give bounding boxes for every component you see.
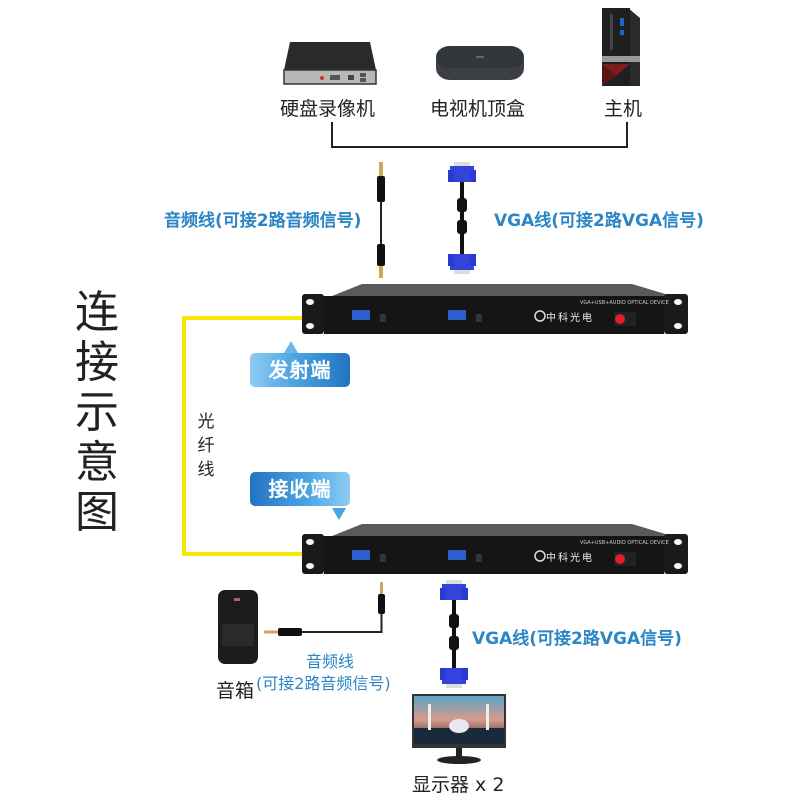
nvr-recorder-icon xyxy=(282,40,378,86)
transmitter-device xyxy=(302,282,688,334)
title-char: 示 xyxy=(75,387,119,438)
title-char: 意 xyxy=(75,437,119,488)
receiver-brand: 中科光电 xyxy=(546,553,594,564)
fiber-label: 光 纤 线 xyxy=(196,410,216,482)
transmitter-panel-text: VGA+USB+AUDIO OPTICAL DEVICE xyxy=(580,300,669,306)
output-vga-cable-icon xyxy=(436,580,472,690)
receiver-arrow-down-icon xyxy=(332,508,346,520)
receiver-device xyxy=(302,520,688,574)
receiver-badge: 接收端 xyxy=(250,472,350,506)
audio-cable-icon xyxy=(372,160,390,280)
source-label-pc: 主机 xyxy=(604,98,643,120)
title-char: 连 xyxy=(75,287,119,338)
source-label-nvr: 硬盘录像机 xyxy=(280,98,376,120)
diagram-title: 连 接 示 意 图 xyxy=(72,288,122,538)
top-vga-cable-label: VGA线(可接2路VGA信号) xyxy=(494,211,704,231)
desktop-tower-icon xyxy=(600,6,644,88)
source-label-stb: 电视机顶盒 xyxy=(430,98,526,120)
speaker-icon xyxy=(216,588,260,666)
output-audio-cable-icon xyxy=(262,582,392,644)
monitor-icon xyxy=(412,694,506,766)
fiber-label-char: 纤 xyxy=(197,436,215,456)
transmitter-arrow-up-icon xyxy=(284,341,298,353)
title-char: 接 xyxy=(75,337,119,388)
output-audio-label-line1: 音频线 xyxy=(306,652,355,671)
output-audio-label-line2: (可接2路音频信号) xyxy=(256,674,391,693)
speaker-label: 音箱 xyxy=(216,680,255,702)
top-audio-cable-label: 音频线(可接2路音频信号) xyxy=(164,211,362,231)
transmitter-brand: 中科光电 xyxy=(546,313,594,324)
fiber-label-char: 线 xyxy=(197,460,215,480)
title-char: 图 xyxy=(75,487,119,538)
receiver-panel-text: VGA+USB+AUDIO OPTICAL DEVICE xyxy=(580,540,669,546)
tv-set-top-box-icon xyxy=(432,42,528,84)
output-vga-label: VGA线(可接2路VGA信号) xyxy=(472,629,682,649)
fiber-optic-line xyxy=(178,314,310,558)
monitor-label: 显示器 x 2 xyxy=(412,774,505,796)
source-bracket-line xyxy=(330,120,630,150)
fiber-label-char: 光 xyxy=(197,412,215,432)
vga-cable-icon xyxy=(444,162,480,274)
transmitter-badge: 发射端 xyxy=(250,353,350,387)
